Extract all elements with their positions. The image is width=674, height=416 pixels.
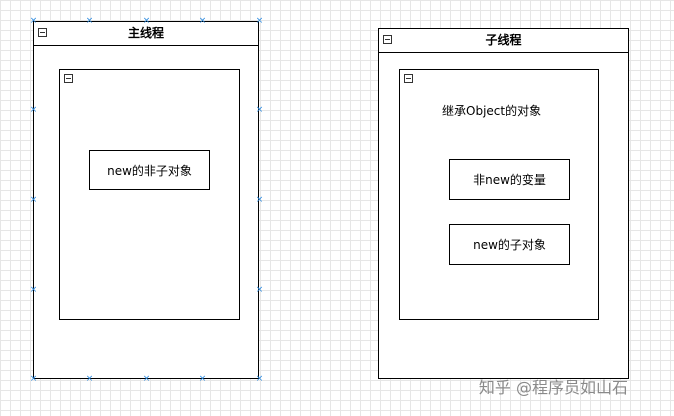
child-thread-object-box[interactable]: new的子对象 — [449, 224, 570, 265]
resize-handle-icon[interactable]: × — [255, 374, 264, 384]
collapse-minus-icon[interactable] — [38, 28, 47, 37]
child-thread-group-label: 继承Object的对象 — [442, 104, 542, 118]
child-thread-title: 子线程 — [485, 33, 522, 47]
resize-handle-icon[interactable]: × — [198, 374, 207, 384]
child-thread-variable-box[interactable]: 非new的变量 — [449, 159, 570, 200]
resize-handle-icon[interactable]: × — [142, 16, 151, 26]
main-thread-object-box[interactable]: new的非子对象 — [89, 150, 210, 190]
resize-handle-icon[interactable]: × — [255, 105, 264, 115]
resize-handle-icon[interactable]: × — [29, 374, 38, 384]
child-thread-group[interactable]: 继承Object的对象 非new的变量 new的子对象 — [399, 69, 599, 320]
resize-handle-icon[interactable]: × — [255, 16, 264, 26]
resize-handle-icon[interactable]: × — [255, 195, 264, 205]
collapse-minus-icon[interactable] — [404, 74, 413, 83]
child-thread-pool[interactable]: 子线程 继承Object的对象 非new的变量 new的子对象 — [378, 28, 629, 379]
resize-handle-icon[interactable]: × — [29, 285, 38, 295]
watermark: 知乎 @程序员如山石 — [478, 378, 628, 397]
resize-handle-icon[interactable]: × — [29, 16, 38, 26]
resize-handle-icon[interactable]: × — [29, 195, 38, 205]
resize-handle-icon[interactable]: × — [85, 374, 94, 384]
main-thread-title: 主线程 — [127, 26, 164, 40]
resize-handle-icon[interactable]: × — [29, 105, 38, 115]
main-thread-group[interactable]: new的非子对象 — [59, 69, 240, 320]
resize-handle-icon[interactable]: × — [142, 374, 151, 384]
resize-handle-icon[interactable]: × — [198, 16, 207, 26]
main-thread-header[interactable]: 主线程 — [34, 22, 258, 46]
collapse-minus-icon[interactable] — [64, 74, 73, 83]
collapse-minus-icon[interactable] — [383, 35, 392, 44]
resize-handle-icon[interactable]: × — [85, 16, 94, 26]
resize-handle-icon[interactable]: × — [255, 285, 264, 295]
child-thread-header[interactable]: 子线程 — [379, 29, 628, 53]
main-thread-pool[interactable]: 主线程 new的非子对象 — [33, 21, 259, 379]
